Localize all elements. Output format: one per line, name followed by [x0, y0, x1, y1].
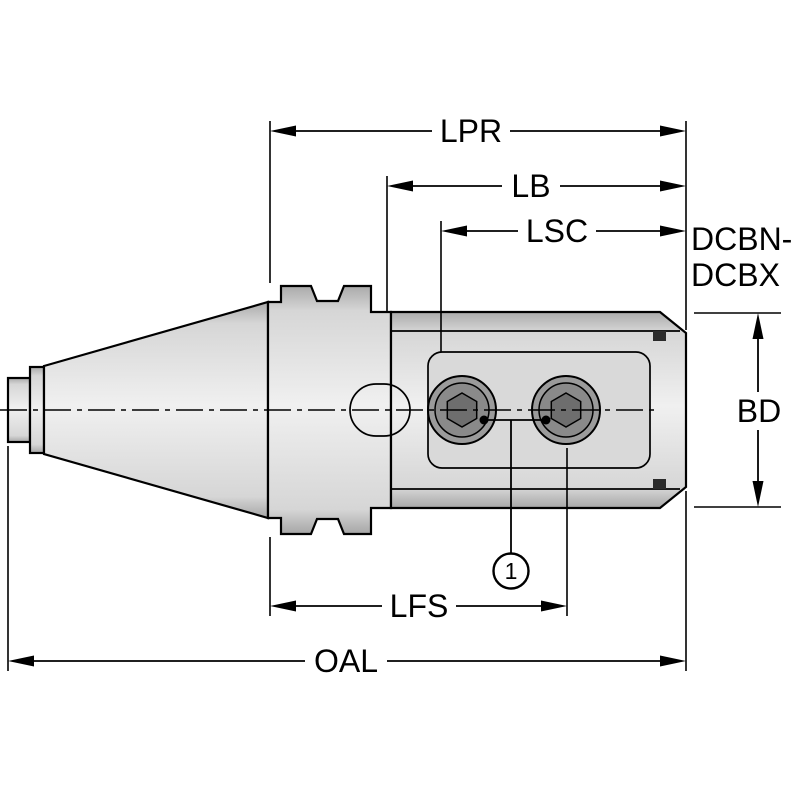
bore-corner-mark-top: [653, 331, 666, 341]
callout-number: 1: [505, 558, 518, 584]
arrowhead-bd-bottom: [752, 481, 764, 507]
callout-leader-dot-right: [541, 415, 551, 425]
dim-label-lfs: LFS: [390, 588, 449, 624]
bore-corner-mark-bottom: [653, 479, 666, 489]
arrowhead-oal-left: [8, 655, 34, 667]
callout-balloon-circle-icon: [492, 552, 530, 590]
arrowhead-lsc-right: [660, 225, 686, 237]
label-dcbx: DCBX: [691, 257, 780, 293]
extension-lines: [7, 121, 781, 671]
dimension-bd: BD: [737, 313, 781, 507]
callout-leader-dot-left: [479, 415, 489, 425]
dim-label-lb: LB: [511, 168, 550, 204]
dim-label-bd: BD: [737, 393, 781, 429]
arrowhead-bd-top: [752, 313, 764, 339]
dim-label-oal: OAL: [314, 643, 378, 679]
label-dcbn: DCBN-: [691, 221, 792, 257]
arrowhead-lfs-right: [541, 600, 567, 612]
arrowhead-lb-right: [660, 180, 686, 192]
label-diameter-range: DCBN- DCBX: [691, 221, 792, 293]
dim-label-lpr: LPR: [440, 113, 502, 149]
arrowhead-lfs-left: [270, 600, 296, 612]
arrowhead-lsc-left: [441, 225, 467, 237]
dimension-lsc: LSC: [441, 213, 686, 249]
arrowhead-oal-right: [660, 655, 686, 667]
arrowhead-lpr-left: [270, 125, 296, 137]
dimension-lpr: LPR: [270, 113, 686, 149]
dimension-lb: LB: [387, 168, 686, 204]
dimension-oal: OAL: [8, 643, 686, 679]
arrowhead-lpr-right: [660, 125, 686, 137]
dim-label-lsc: LSC: [526, 213, 588, 249]
callout-item-1: 1: [479, 415, 551, 590]
dimension-lfs: LFS: [270, 588, 567, 624]
arrowhead-lb-left: [387, 180, 413, 192]
